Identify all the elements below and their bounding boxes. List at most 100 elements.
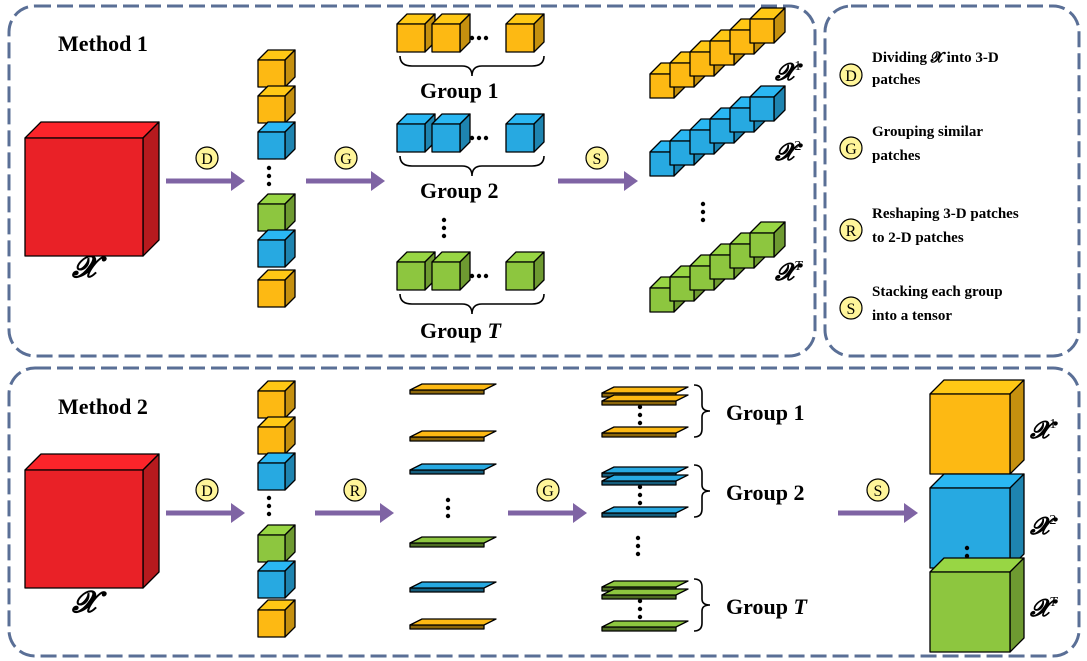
method1-group-1-dots-2 xyxy=(476,35,482,41)
method1-group-2-cube-3 xyxy=(505,123,535,153)
method2-output-t-label: 𝓧T xyxy=(1029,595,1059,622)
method1-group-t-brace xyxy=(399,293,545,315)
method1-group-t-dots-2 xyxy=(476,273,482,279)
method1-step-g-letter: G xyxy=(340,151,352,168)
method2-step-g-letter: G xyxy=(542,483,554,500)
method1-group-1-dots-1 xyxy=(469,35,475,41)
method2-group-1-label: Group 1 xyxy=(726,400,804,425)
method1-patch-4 xyxy=(257,203,286,232)
method1-input-tensor-top xyxy=(24,121,160,139)
method1-output-dots-3 xyxy=(700,217,706,223)
legend-item-s-icon xyxy=(839,296,863,320)
method1-group-1-cube-3 xyxy=(505,23,535,53)
method1-step-d-letter: D xyxy=(201,151,213,168)
method1-group-1-brace xyxy=(399,55,545,77)
method2-output-1-side xyxy=(1009,379,1025,475)
method2-output-t-side xyxy=(1009,557,1025,653)
method1-step-s-letter: S xyxy=(593,151,602,168)
method2-slab-6 xyxy=(409,618,497,626)
method2-patch-0 xyxy=(257,390,286,419)
method2-group-2-slab-2 xyxy=(601,474,689,482)
method1-patch-1 xyxy=(257,95,286,124)
method2-column-dots-2 xyxy=(266,503,272,509)
method1-group-t-dots-3 xyxy=(483,273,489,279)
method1-output-t-cube-5 xyxy=(729,243,755,269)
method1-column-dots-1 xyxy=(266,165,272,171)
method2-output-t-top xyxy=(929,557,1025,573)
method1-input-tensor xyxy=(24,137,144,257)
method1-patch-0 xyxy=(257,59,286,88)
method1-group-2-dots-3 xyxy=(483,135,489,141)
method2-output-2-label: 𝓧2 xyxy=(1029,513,1059,540)
method1-group-1-cube-1 xyxy=(396,23,426,53)
method2-slab-5 xyxy=(409,581,497,589)
method2-input-tensor-top xyxy=(24,453,160,471)
method2-step-d xyxy=(195,478,219,502)
method1-output-dots-1 xyxy=(700,201,706,207)
legend-item-r-icon-letter: R xyxy=(846,223,857,240)
method2-arrow-r-head xyxy=(380,503,394,523)
method2-output-t xyxy=(929,571,1011,653)
method2-group-2-dots-1 xyxy=(637,484,643,490)
method1-group-2-cube-1 xyxy=(396,123,426,153)
method1-output-1-cube-5 xyxy=(729,29,755,55)
method1-column-dots-3 xyxy=(266,181,272,187)
method2-output-1-top xyxy=(929,379,1025,395)
method1-output-t-label: 𝓧T xyxy=(774,259,804,286)
method1-group-1-dots-3 xyxy=(483,35,489,41)
method2-group-1-dots-2 xyxy=(637,412,643,418)
method2-group-1-brace xyxy=(693,384,711,438)
method2-panel xyxy=(7,366,1081,658)
method2-group-1-dots-1 xyxy=(637,404,643,410)
method1-output-2-cube-2 xyxy=(669,140,695,166)
method2-slab-dots-1 xyxy=(445,497,451,503)
method1-group-t-cube-1 xyxy=(396,261,426,291)
method1-output-2-cube-4 xyxy=(709,118,735,144)
method1-group-1-cube-2 xyxy=(431,23,461,53)
method2-group-t-slab-2 xyxy=(601,588,689,596)
method2-output-dots-2 xyxy=(964,553,970,559)
method2-group-2-dots-3 xyxy=(637,500,643,506)
method2-patch-6 xyxy=(257,609,286,638)
method1-groups-dots-2 xyxy=(441,225,447,231)
method1-groups-dots-1 xyxy=(441,217,447,223)
method1-step-s xyxy=(585,146,609,170)
method2-input-tensor-side xyxy=(142,453,160,589)
method2-patch-4 xyxy=(257,534,286,563)
method2-step-g xyxy=(536,478,560,502)
method1-group-2-brace xyxy=(399,155,545,177)
method1-group-t-cube-3 xyxy=(505,261,535,291)
method1-panel xyxy=(7,4,817,358)
method2-group-1-dots-3 xyxy=(637,420,643,426)
method1-output-t-cube-2 xyxy=(669,276,695,302)
method1-groups-dots-3 xyxy=(441,233,447,239)
method2-output-1 xyxy=(929,393,1011,475)
method2-output-2-side xyxy=(1009,473,1025,569)
method1-output-1-label: 𝓧1 xyxy=(774,59,804,86)
method2-column-dots-3 xyxy=(266,511,272,517)
legend-item-d-icon-letter: D xyxy=(845,68,857,85)
method1-output-2-cube-5 xyxy=(729,107,755,133)
method2-title: Method 2 xyxy=(58,394,148,419)
method2-slab-0 xyxy=(409,383,497,391)
method2-group-1-slab-3 xyxy=(601,426,689,434)
method2-slab-2 xyxy=(409,463,497,471)
method2-group-t-label: Group T xyxy=(726,594,808,619)
method2-arrow-g-head xyxy=(573,503,587,523)
method1-output-t-cube-6 xyxy=(749,232,775,258)
method1-output-1-cube-4 xyxy=(709,40,735,66)
method2-group-1-slab-1 xyxy=(601,386,689,394)
method2-step-r xyxy=(343,478,367,502)
method1-arrow-g-head xyxy=(371,171,385,191)
method2-step-r-letter: R xyxy=(350,483,361,500)
method2-group-t-dots-3 xyxy=(637,614,643,620)
method2-column-dots-1 xyxy=(266,495,272,501)
method2-groups-dots-2 xyxy=(635,543,641,549)
method2-slab-dots-3 xyxy=(445,513,451,519)
method1-output-2-cube-3 xyxy=(689,129,715,155)
